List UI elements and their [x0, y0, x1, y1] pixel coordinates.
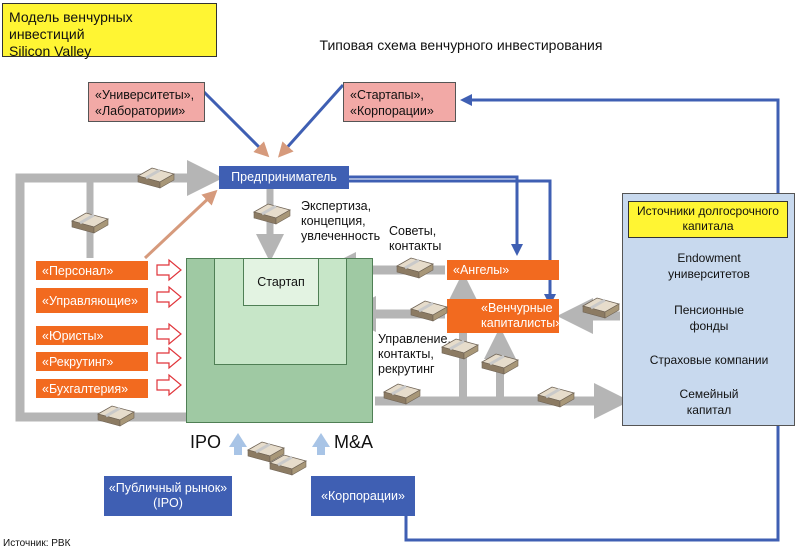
service-managers: «Управляющие»	[36, 288, 148, 313]
capital-sources-title: Источники долгосрочного капитала	[628, 201, 788, 238]
money-icon	[395, 256, 435, 280]
diagram-title: Модель венчурных инвестиций Silicon Vall…	[2, 3, 217, 59]
service-arrows	[156, 258, 182, 397]
universities-line1: «Университеты»,	[95, 88, 195, 102]
personnel-arrow	[143, 189, 218, 260]
sources-title-line2: капитала	[682, 219, 734, 233]
universities-box: «Университеты», «Лаборатории»	[88, 82, 205, 122]
startups-box: «Стартапы», «Корпорации»	[343, 82, 456, 122]
corporations-loop-arrow	[404, 94, 780, 542]
entrepreneur-box: Предприниматель	[219, 166, 349, 189]
startups-arrow	[277, 83, 345, 158]
vc-line2: капиталисты»	[481, 316, 563, 330]
source-pension: Пенсионные фонды	[624, 302, 794, 334]
service-lawyers: «Юристы»	[36, 326, 148, 345]
ma-up-arrow	[312, 433, 330, 455]
expertise-line2: концепция,	[301, 214, 366, 228]
expertise-line1: Экспертиза,	[301, 199, 372, 213]
public-market-line2: (IPO)	[153, 496, 183, 510]
public-market-box: «Публичный рынок» (IPO)	[104, 476, 232, 516]
diagram-subtitle: Типовая схема венчурного инвестирования	[319, 37, 603, 53]
money-icon	[70, 211, 110, 235]
money-icon	[252, 202, 292, 226]
source-note: Источник: РВК	[3, 538, 71, 549]
management-line2: контакты,	[378, 347, 434, 361]
ma-label: M&A	[334, 432, 374, 452]
source-family-line2: капитал	[686, 403, 732, 417]
corporations-box: «Корпорации»	[311, 476, 415, 516]
expertise-label: Экспертиза, концепция, увлеченность	[301, 199, 380, 244]
money-icon	[480, 352, 520, 376]
money-icon	[536, 385, 576, 409]
source-insurance: Страховые компании	[624, 352, 794, 368]
ipo-up-arrow	[229, 433, 247, 455]
ipo-label: IPO	[190, 432, 222, 452]
service-accounting: «Бухгалтерия»	[36, 379, 148, 398]
money-icon	[581, 296, 621, 320]
angels-box: «Ангелы»	[447, 260, 559, 280]
money-icon	[409, 299, 449, 323]
advice-label: Советы, контакты	[389, 224, 441, 254]
title-line2: Silicon Valley	[9, 43, 92, 59]
source-endowment-line2: университетов	[668, 267, 750, 281]
source-pension-line1: Пенсионные	[674, 303, 744, 317]
money-icon	[96, 404, 136, 428]
service-personnel: «Персонал»	[36, 261, 148, 280]
startups-line2: «Корпорации»	[350, 104, 434, 118]
source-insurance-line1: Страховые компании	[649, 353, 769, 367]
startup-box: Стартап	[243, 258, 319, 306]
entrepreneur-to-angels-arrow	[348, 175, 523, 256]
money-icon	[440, 337, 480, 361]
title-line1: Модель венчурных инвестиций	[9, 9, 133, 42]
source-family-line1: Семейный	[679, 387, 739, 401]
money-icon	[382, 382, 422, 406]
money-icon	[136, 166, 176, 190]
advice-line2: контакты	[389, 239, 442, 253]
expertise-line3: увлеченность	[301, 229, 381, 243]
universities-line2: «Лаборатории»	[95, 104, 186, 118]
source-endowment: Endowment университетов	[624, 250, 794, 282]
source-endowment-line1: Endowment	[677, 251, 741, 265]
startups-line1: «Стартапы»,	[350, 88, 424, 102]
vc-line1: «Венчурные	[481, 301, 553, 315]
public-market-line1: «Публичный рынок»	[108, 481, 228, 495]
sources-title-line1: Источники долгосрочного	[637, 204, 779, 218]
vc-box: «Венчурные капиталисты»	[475, 299, 563, 333]
source-pension-line2: фонды	[689, 319, 729, 333]
service-recruiting: «Рекрутинг»	[36, 352, 148, 371]
management-line1: Управление,	[378, 332, 451, 346]
universities-arrow	[195, 83, 270, 158]
management-label: Управление, контакты, рекрутинг	[378, 332, 451, 377]
vc-box-extension	[447, 299, 475, 333]
advice-line1: Советы,	[389, 224, 437, 238]
management-line3: рекрутинг	[378, 362, 435, 376]
source-family: Семейный капитал	[624, 386, 794, 418]
